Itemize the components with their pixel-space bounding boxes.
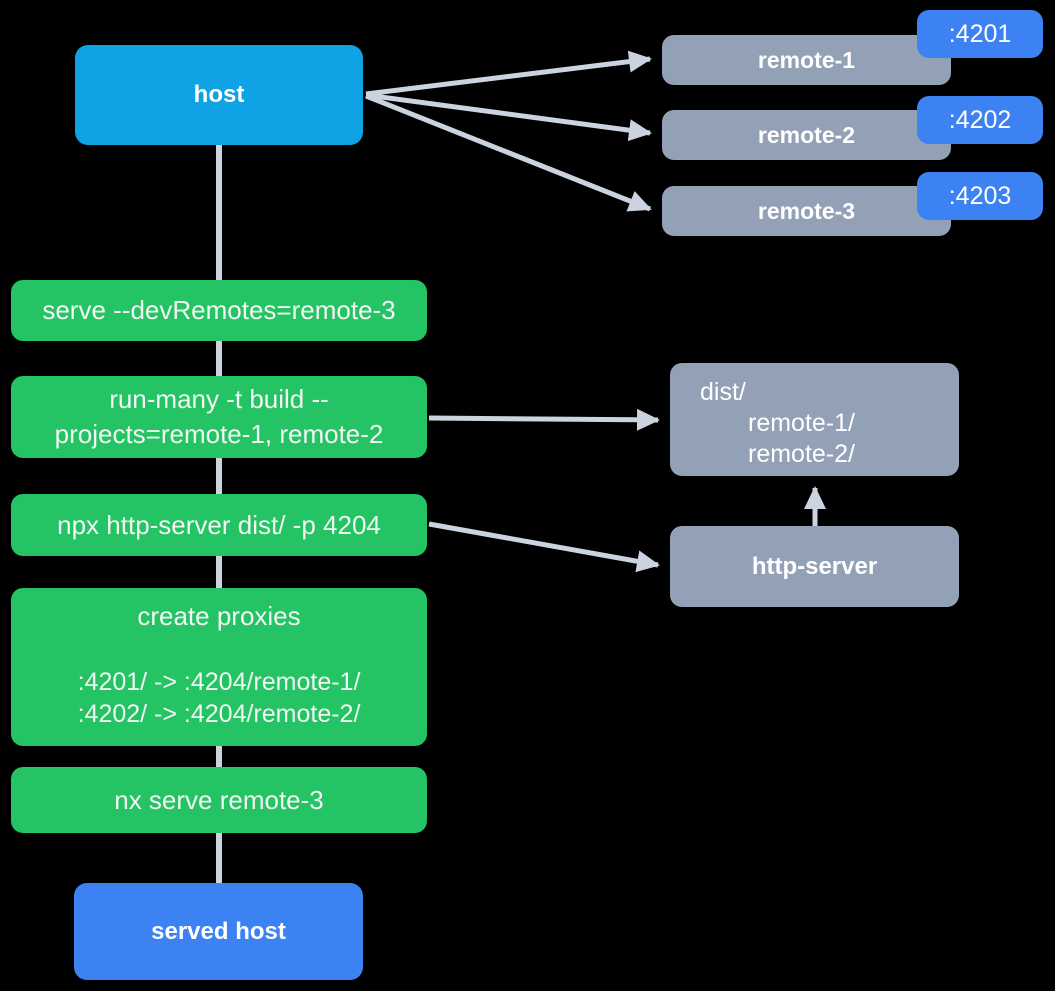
remote-3-label: remote-3 xyxy=(757,197,856,224)
node-dist-folder: dist/ remote-1/ remote-2/ xyxy=(670,363,959,476)
step-build-line-1: run-many -t build -- xyxy=(109,384,329,414)
node-step-nx-serve-remote-3: nx serve remote-3 xyxy=(11,767,427,833)
node-remote-2: remote-2 xyxy=(662,110,951,160)
node-served-host: served host xyxy=(74,883,363,980)
dist-line-remote-1: remote-1/ xyxy=(748,409,855,437)
node-remote-1: remote-1 xyxy=(662,35,951,85)
node-step-create-proxies: create proxies :4201/ -> :4204/remote-1/… xyxy=(11,588,427,746)
port-4201-label: :4201 xyxy=(948,19,1012,48)
node-step-serve-devremotes: serve --devRemotes=remote-3 xyxy=(11,280,427,341)
create-proxies-title: create proxies xyxy=(137,601,301,631)
node-step-run-many-build: run-many -t build -- projects=remote-1, … xyxy=(11,376,427,458)
arrow-host-to-remote-2 xyxy=(365,92,652,142)
badge-port-4201: :4201 xyxy=(917,10,1043,58)
node-http-server: http-server xyxy=(670,526,959,607)
step-http-label: npx http-server dist/ -p 4204 xyxy=(57,509,381,540)
arrow-build-to-dist xyxy=(428,408,660,431)
node-step-npx-http-server: npx http-server dist/ -p 4204 xyxy=(11,494,427,556)
proxy-rules: :4201/ -> :4204/remote-1/ :4202/ -> :420… xyxy=(78,666,361,730)
step-build-line-2: projects=remote-1, remote-2 xyxy=(54,419,384,449)
step-nxserve-label: nx serve remote-3 xyxy=(114,784,324,815)
step-serve-label: serve --devRemotes=remote-3 xyxy=(42,295,396,325)
node-remote-3: remote-3 xyxy=(662,186,951,236)
arrow-host-to-remote-1 xyxy=(365,50,652,97)
arrow-host-to-remote-3 xyxy=(365,93,652,212)
badge-port-4202: :4202 xyxy=(917,96,1043,144)
proxy-rule-1: :4201/ -> :4204/remote-1/ xyxy=(77,668,361,696)
served-host-label: served host xyxy=(151,917,286,945)
port-4203-label: :4203 xyxy=(948,181,1012,210)
remote-2-label: remote-2 xyxy=(757,121,856,148)
http-server-label: http-server xyxy=(751,552,878,580)
dist-line-root: dist/ xyxy=(700,378,746,406)
remote-1-label: remote-1 xyxy=(757,46,856,73)
host-label: host xyxy=(193,81,245,108)
node-host: host xyxy=(75,45,363,145)
proxy-rule-2: :4202/ -> :4204/remote-2/ xyxy=(77,700,361,728)
arrow-httpcmd-to-http-server xyxy=(428,521,660,573)
dist-line-remote-2: remote-2/ xyxy=(748,440,855,468)
port-4202-label: :4202 xyxy=(948,105,1012,134)
badge-port-4203: :4203 xyxy=(917,172,1043,220)
